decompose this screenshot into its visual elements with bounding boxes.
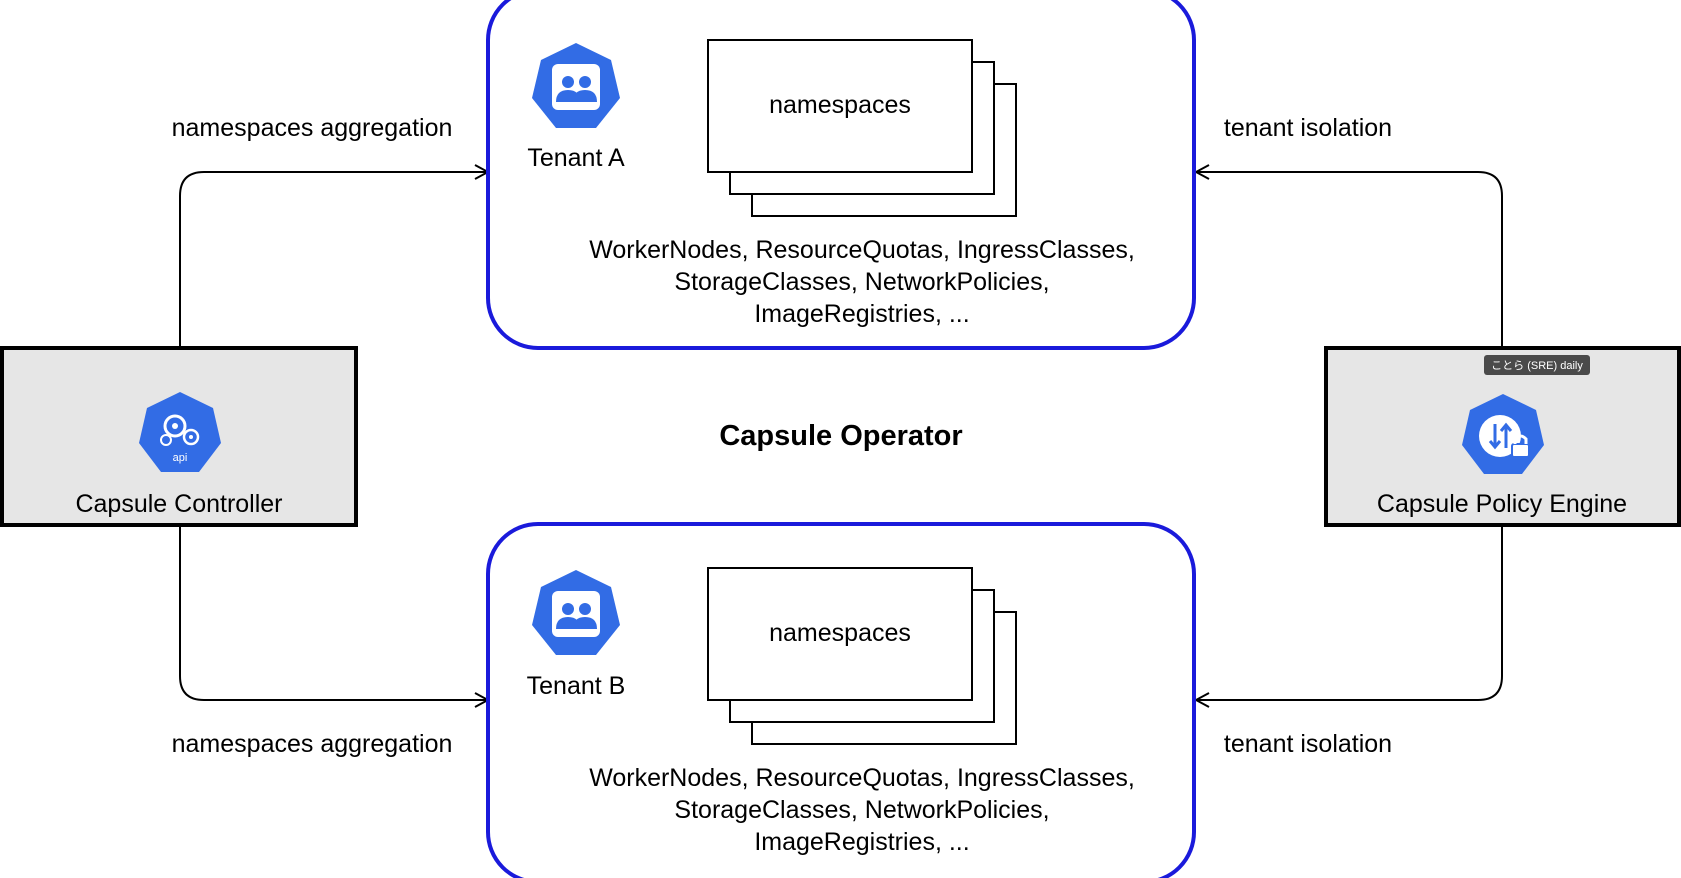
- edge-label-aggregation-top: namespaces aggregation: [172, 114, 453, 142]
- tenant-b-resources-line-3: ImageRegistries, ...: [754, 828, 969, 856]
- namespaces-label: namespaces: [769, 91, 911, 119]
- capsule-policy-engine-label: Capsule Policy Engine: [1377, 490, 1627, 518]
- capsule-controller-box[interactable]: api Capsule Controller: [0, 346, 358, 527]
- edge-label-aggregation-bottom: namespaces aggregation: [172, 730, 453, 758]
- namespaces-label: namespaces: [769, 619, 911, 647]
- tooltip-badge: ことら (SRE) daily: [1484, 355, 1590, 375]
- diagram-title: Capsule Operator: [719, 420, 962, 452]
- edge-label-isolation-bottom: tenant isolation: [1224, 730, 1392, 758]
- group-icon: [532, 570, 620, 655]
- capsule-controller-label: Capsule Controller: [75, 490, 282, 518]
- tenant-b-resources-line-2: StorageClasses, NetworkPolicies,: [674, 796, 1049, 824]
- edge-policy-to-tenant-a: [1196, 172, 1503, 348]
- namespaces-stack-a: namespaces: [707, 39, 1017, 217]
- swap-lock-icon: [1462, 394, 1544, 474]
- tooltip-badge-text: ことら (SRE) daily: [1491, 359, 1583, 372]
- edge-policy-to-tenant-b: [1196, 527, 1503, 700]
- tenant-a-resources-line-2: StorageClasses, NetworkPolicies,: [674, 268, 1049, 296]
- edge-controller-to-tenant-b: [179, 527, 488, 700]
- edge-controller-to-tenant-a: [179, 172, 488, 348]
- tenant-a-label: Tenant A: [527, 144, 625, 172]
- tenant-b-label: Tenant B: [527, 672, 626, 700]
- api-gear-icon: api: [139, 392, 221, 472]
- group-icon: [532, 43, 620, 128]
- api-icon-text: api: [173, 452, 188, 464]
- capsule-policy-engine-box[interactable]: ことら (SRE) daily Capsule Policy Engine: [1324, 346, 1681, 527]
- tenant-a-resources-line-1: WorkerNodes, ResourceQuotas, IngressClas…: [589, 236, 1135, 264]
- tenant-b-resources-line-1: WorkerNodes, ResourceQuotas, IngressClas…: [589, 764, 1135, 792]
- tenant-a-resources-line-3: ImageRegistries, ...: [754, 300, 969, 328]
- tenant-a-box[interactable]: Tenant A namespaces WorkerNodes, Resourc…: [486, 0, 1196, 350]
- edge-label-isolation-top: tenant isolation: [1224, 114, 1392, 142]
- tenant-b-box[interactable]: Tenant B namespaces WorkerNodes, Resourc…: [486, 522, 1196, 878]
- namespaces-stack-b: namespaces: [707, 567, 1017, 745]
